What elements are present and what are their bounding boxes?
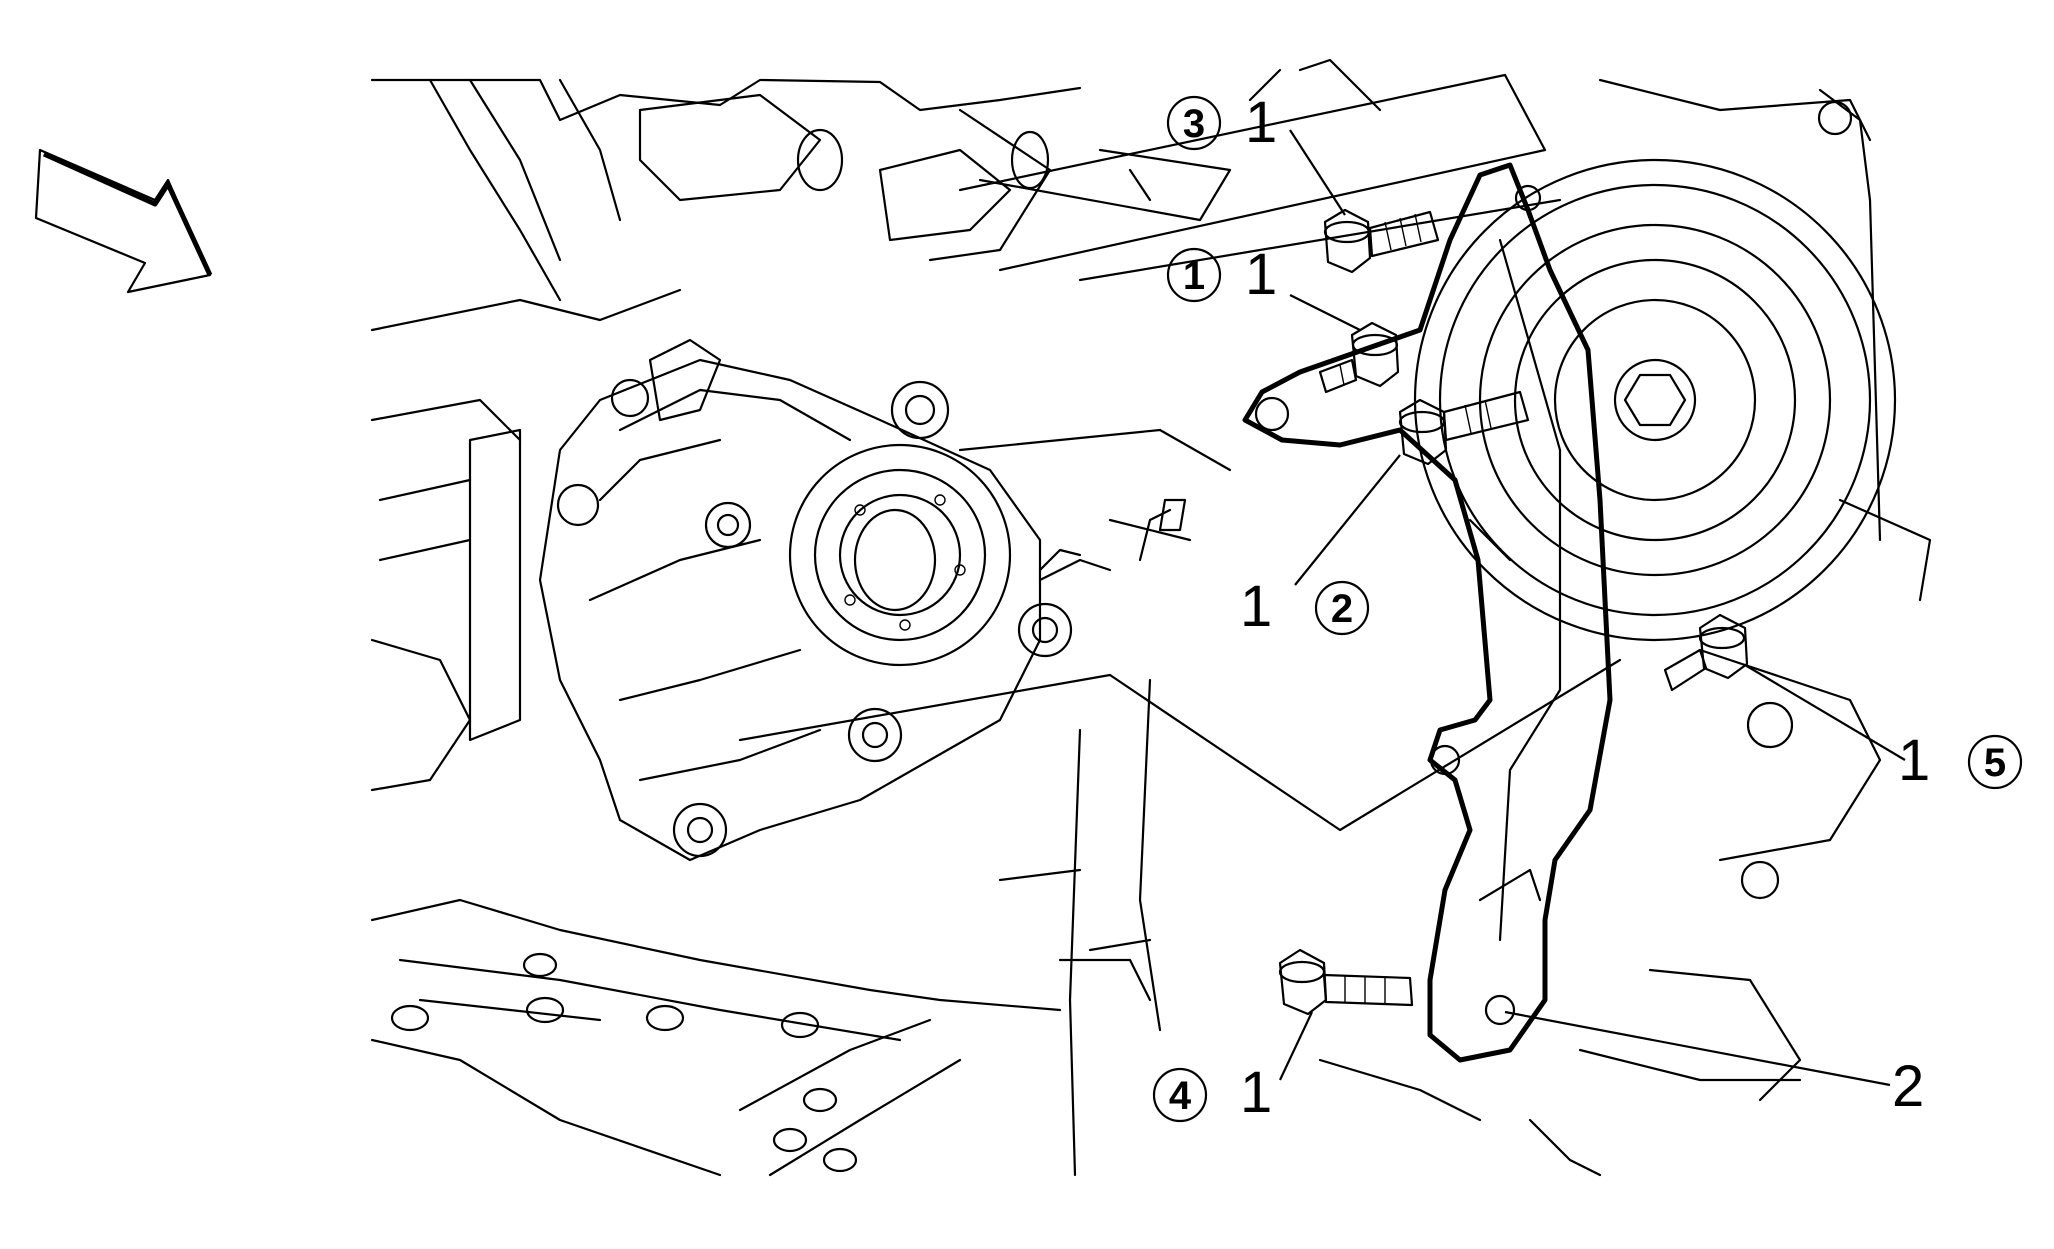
bolt-top xyxy=(1323,208,1440,274)
sequence-number: 5 xyxy=(1984,741,2006,785)
pan-bolts xyxy=(390,952,858,1173)
sequence-number: 2 xyxy=(1331,587,1353,631)
item-number: 1 xyxy=(1240,574,1272,639)
sequence-number: 3 xyxy=(1183,102,1205,146)
item-number: 2 xyxy=(1892,1054,1924,1119)
callout-bolt-upper: 1 1 xyxy=(1166,242,1277,307)
mounting-bracket xyxy=(1242,162,1613,1063)
leader-lines xyxy=(1279,129,1906,1087)
sequence-number: 1 xyxy=(1183,254,1205,298)
engine-block-linework xyxy=(370,58,1932,1177)
item-number: 1 xyxy=(1245,90,1277,155)
view-direction-arrow-icon xyxy=(34,148,213,294)
bolt-lower xyxy=(1278,948,1414,1016)
callout-bolt-top: 3 1 xyxy=(1166,90,1277,155)
callout-bracket: 2 xyxy=(1892,1054,1924,1119)
bolt-middle xyxy=(1398,390,1530,466)
callout-bolt-right: 1 5 xyxy=(1898,728,2023,793)
item-number: 1 xyxy=(1240,1060,1272,1125)
bolt-right xyxy=(1663,613,1749,692)
item-number: 1 xyxy=(1898,728,1930,793)
sequence-number: 4 xyxy=(1169,1074,1192,1118)
callout-bolt-lower: 4 1 xyxy=(1152,1060,1272,1125)
bolt-upper xyxy=(1318,321,1400,394)
callout-bolt-middle: 1 2 xyxy=(1240,574,1370,639)
item-number: 1 xyxy=(1245,242,1277,307)
